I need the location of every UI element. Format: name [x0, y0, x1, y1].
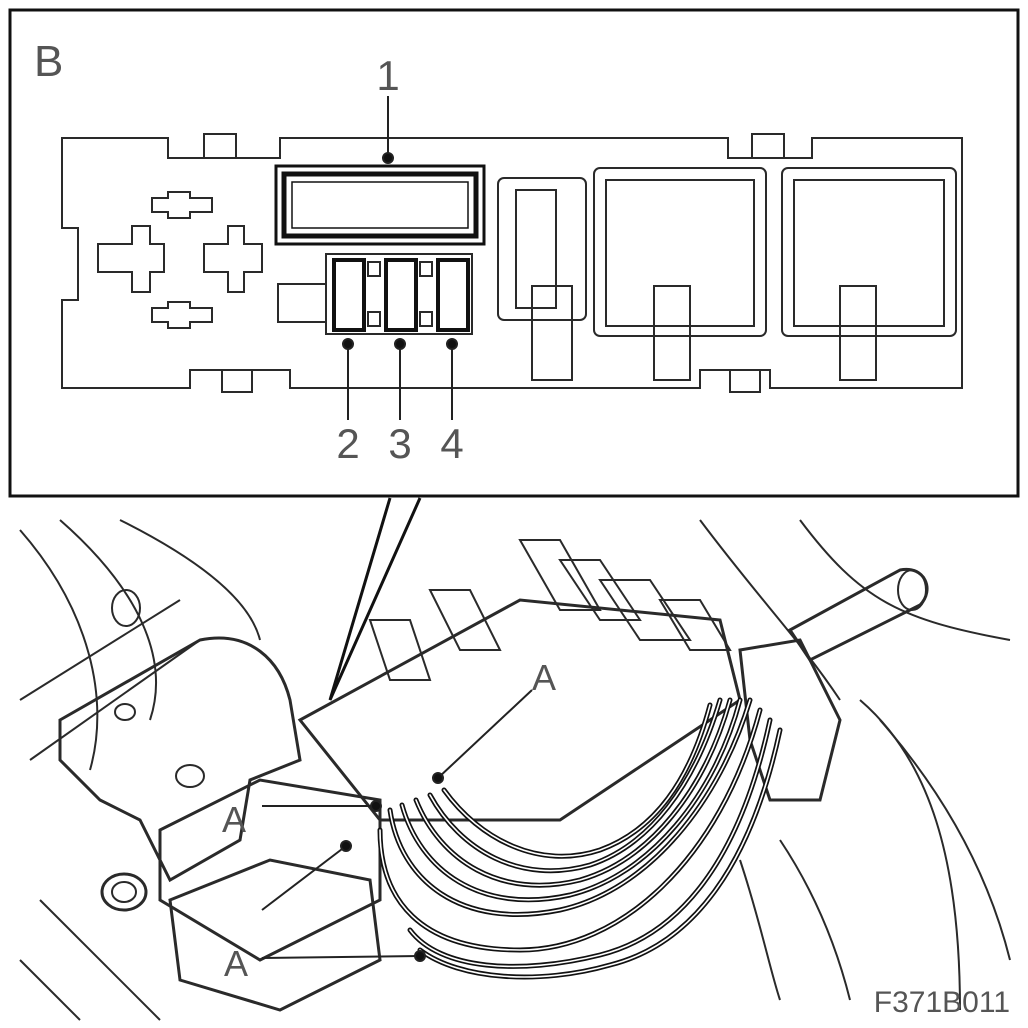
wire-harness [377, 697, 783, 980]
terminals-2-3-4 [325, 253, 473, 335]
label-a-lower: A [224, 943, 248, 984]
label-a-middle: A [222, 799, 246, 840]
terminal-slot-narrow [497, 177, 587, 381]
connector-housing [168, 858, 382, 1012]
callout-3: 3 [388, 420, 411, 467]
background-structure [19, 519, 1011, 1021]
terminal-1 [274, 164, 486, 246]
callout-1: 1 [376, 52, 399, 99]
terminal-slot-wide [781, 167, 957, 381]
a-leaders [261, 689, 533, 962]
latch-tab [751, 133, 785, 159]
bracket-hole [111, 589, 141, 627]
cross-pin [97, 225, 165, 293]
bar-pin [151, 301, 213, 329]
connector-illustration: A A A [19, 519, 1011, 1021]
inset-frame [8, 8, 1020, 498]
cable-sleeve-end [897, 569, 927, 611]
view-letter: B [34, 37, 63, 86]
connector-face-outline [61, 137, 963, 389]
bar-pin [151, 191, 213, 219]
callout-4: 4 [440, 420, 463, 467]
label-a-upper: A [532, 657, 556, 698]
inset-pointer [328, 497, 422, 701]
locking-ribs [368, 539, 732, 681]
latch-tab [729, 369, 761, 393]
detail-inset: B [8, 8, 1020, 498]
connector-housing [158, 778, 382, 962]
callout-2: 2 [336, 420, 359, 467]
latch-tab [221, 369, 253, 393]
terminal-slot-wide [593, 167, 767, 381]
figure-code: F371B011 [874, 986, 1010, 1019]
mounting-bracket [58, 636, 302, 883]
cross-pin [203, 225, 263, 293]
callout-leaders [342, 96, 458, 420]
bracket-hole [175, 764, 205, 788]
bolt-head [111, 881, 137, 903]
bracket-hole [114, 703, 136, 721]
bolt-head [100, 872, 148, 912]
latch-tab [203, 133, 237, 159]
